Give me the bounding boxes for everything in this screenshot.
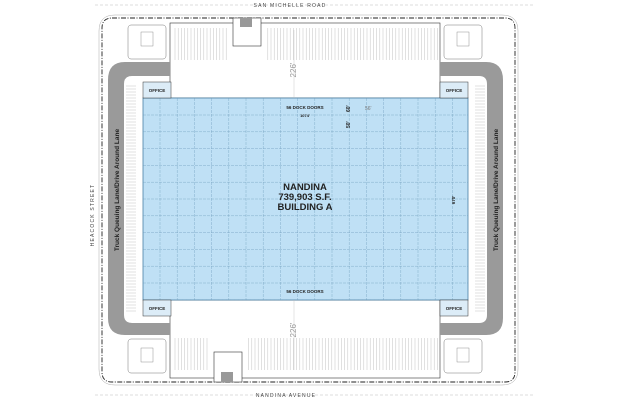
left-drive-lane [108, 62, 170, 335]
width-dimension: 1074' [300, 113, 310, 118]
parking-lot-se [443, 338, 483, 374]
building-name: NANDINA [283, 182, 327, 193]
parking-lot-sw [127, 338, 167, 374]
office-label: OFFICE [446, 88, 463, 93]
north-road-label: SAN MICHELLE ROAD [254, 3, 327, 9]
north-court-dimension: 226' [289, 62, 298, 77]
south-truck-court [169, 299, 441, 379]
office-sw[interactable] [142, 299, 172, 317]
parking-lot-nw [127, 24, 167, 60]
column-grid [143, 98, 468, 300]
bay-depth-50: 50' [346, 121, 352, 128]
north-driveway-apron [240, 18, 252, 27]
office-label: OFFICE [149, 88, 166, 93]
office-label: OFFICE [446, 306, 463, 311]
trailer-stalls [174, 28, 438, 370]
south-driveway-apron [221, 372, 233, 382]
top-dock-doors-label: 56 DOCK DOORS [286, 105, 323, 110]
office-se[interactable] [439, 299, 469, 317]
bottom-dock-doors-label: 56 DOCK DOORS [286, 289, 323, 294]
property-line [101, 17, 516, 383]
building-label: BUILDING A [277, 202, 332, 213]
south-road-label: NANDINA AVENUE [256, 393, 316, 399]
west-road-label: HEACOCK STREET [90, 184, 96, 247]
car-parking-stalls [126, 85, 485, 312]
depth-dimension: 670' [451, 196, 456, 205]
curb-line [98, 14, 519, 386]
building-area: 739,903 S.F. [278, 192, 331, 203]
right-drive-lane [440, 62, 503, 335]
left-lane-label: Truck Queuing Lane/Drive Around Lane [114, 129, 121, 252]
bay-depth-60: 60' [346, 105, 352, 112]
office-label: OFFICE [149, 306, 166, 311]
right-lane-label: Truck Queuing Lane/Drive Around Lane [493, 129, 500, 252]
parking-lot-ne [443, 24, 483, 60]
north-truck-court [169, 22, 441, 99]
office-ne[interactable] [439, 81, 469, 99]
office-nw[interactable] [142, 81, 172, 99]
south-court-dimension: 226' [289, 322, 298, 337]
bay-width-56: 56' [365, 106, 372, 112]
